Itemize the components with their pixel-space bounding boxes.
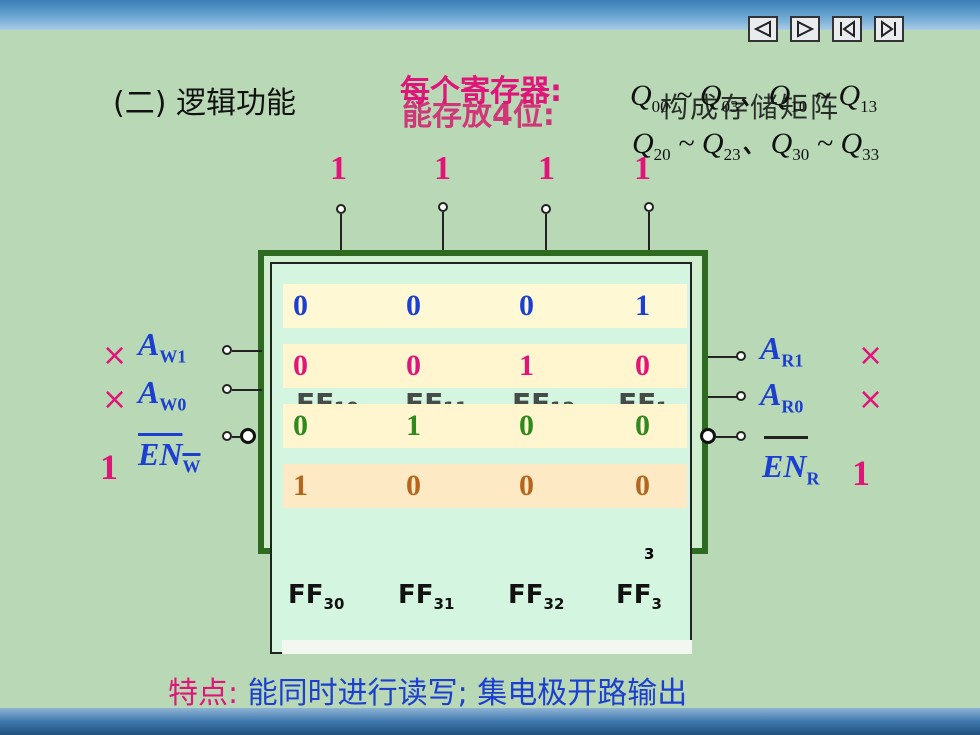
ar0-x-mark: × — [858, 382, 884, 417]
last-button[interactable] — [874, 16, 904, 42]
q-list-line1: Q00 ~ Q03、Q10 ~ Q13 — [630, 79, 878, 116]
panel-footer — [282, 640, 692, 654]
register-row-3: 1 0 0 0 — [283, 464, 687, 508]
aw0-wire — [232, 389, 262, 391]
ar1-pin — [736, 351, 746, 361]
cell-0-2: 0 — [519, 289, 534, 322]
register-caption: 每个寄存器: — [400, 74, 562, 109]
ff-label-33: FF3 — [616, 580, 662, 614]
cell-1-0: 0 — [293, 349, 308, 382]
first-button[interactable] — [832, 16, 862, 42]
aw0-label: AW0 — [138, 374, 187, 415]
ff-label-32: FF32 — [508, 580, 565, 614]
cell-2-2: 0 — [519, 409, 534, 442]
feature-value: 能同时进行读写; 集电极开路输出 — [247, 676, 688, 711]
top-wire-3 — [648, 212, 650, 252]
slide-navigation — [748, 16, 904, 42]
q-list-line2: Q20 ~ Q23、Q30 ~ Q33 — [632, 127, 880, 164]
last-icon — [881, 20, 896, 38]
ar0-wire — [708, 396, 738, 398]
cell-2-1: 1 — [406, 409, 421, 442]
enr-label: ENR — [762, 448, 820, 489]
enw-label: ENW — [138, 436, 201, 477]
cell-2-0: 0 — [293, 409, 308, 442]
cell-3-3: 0 — [635, 469, 650, 502]
next-button[interactable] — [790, 16, 820, 42]
top-wire-2 — [545, 214, 547, 252]
top-pin-1 — [438, 202, 448, 212]
prev-icon — [753, 20, 771, 38]
cell-1-3: 0 — [635, 349, 650, 382]
ar0-pin — [736, 391, 746, 401]
cell-3-1: 0 — [406, 469, 421, 502]
enr-pin — [736, 431, 746, 441]
cell-2-3: 0 — [635, 409, 650, 442]
enw-wire — [232, 436, 240, 438]
top-input-0: 1 — [330, 150, 347, 187]
section-title: (二) 逻辑功能 — [113, 86, 296, 121]
ar0-label: AR0 — [760, 376, 804, 417]
aw0-pin — [222, 384, 232, 394]
enw-pin — [222, 431, 232, 441]
top-input-2: 1 — [538, 150, 555, 187]
enr-overbar — [764, 436, 808, 439]
top-pin-2 — [541, 204, 551, 214]
enw-bubble — [240, 428, 256, 444]
bottom-banner — [0, 708, 980, 735]
enw-value: 1 — [100, 447, 118, 487]
enr-wire — [716, 436, 738, 438]
cell-1-1: 0 — [406, 349, 421, 382]
cell-3-2: 0 — [519, 469, 534, 502]
top-input-3: 1 — [634, 150, 651, 187]
cell-0-0: 0 — [293, 289, 308, 322]
next-icon — [797, 20, 815, 38]
register-row-1: 0 0 1 0 — [283, 344, 687, 388]
ff-label-30: FF30 — [288, 580, 345, 614]
feature-key: 特点: — [168, 676, 239, 711]
cell-3-0: 1 — [293, 469, 308, 502]
enr-value: 1 — [852, 453, 870, 493]
ar1-x-mark: × — [858, 338, 884, 373]
prev-button[interactable] — [748, 16, 778, 42]
capacity-caption: 能存放4位: — [402, 98, 555, 133]
top-wire-1 — [442, 212, 444, 252]
top-wire-0 — [340, 214, 342, 252]
ar1-wire — [708, 356, 738, 358]
aw0-x-mark: × — [102, 382, 128, 417]
aw1-x-mark: × — [102, 338, 128, 373]
aw1-label: AW1 — [138, 326, 187, 367]
matrix-caption: 构成存储矩阵 — [660, 93, 841, 124]
ar1-label: AR1 — [760, 330, 804, 371]
feature-note: 特点: 能同时进行读写; 集电极开路输出 — [168, 668, 687, 712]
register-row-2: 0 1 0 0 — [283, 404, 687, 448]
aw1-wire — [232, 350, 262, 352]
ff-label-31: FF31 — [398, 580, 455, 614]
cell-0-1: 0 — [406, 289, 421, 322]
first-icon — [840, 20, 855, 38]
top-pin-0 — [336, 204, 346, 214]
ff-small-index: 3 — [644, 545, 655, 563]
aw1-pin — [222, 345, 232, 355]
register-row-0: 0 0 0 1 — [283, 284, 687, 328]
top-input-1: 1 — [434, 150, 451, 187]
enr-bubble — [700, 428, 716, 444]
cell-1-2: 1 — [519, 349, 534, 382]
cell-0-3: 1 — [635, 289, 650, 322]
top-pin-3 — [644, 202, 654, 212]
